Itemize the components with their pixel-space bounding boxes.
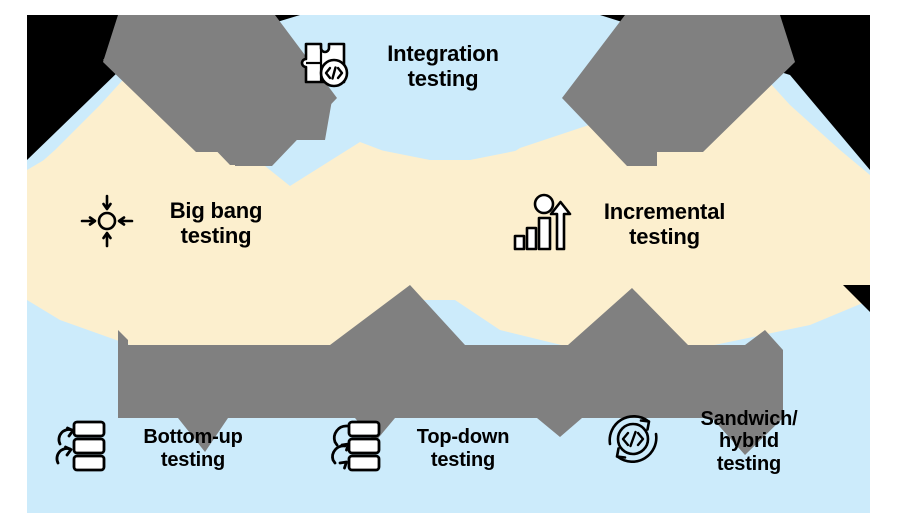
item-incremental-testing[interactable]: Incremental testing xyxy=(512,192,762,257)
beige-upper-right-wedge xyxy=(715,72,870,225)
item-label: Top-down testing xyxy=(416,426,510,471)
puzzle-code-icon xyxy=(297,36,353,97)
gray-left-block xyxy=(103,15,337,166)
item-label: Incremental testing xyxy=(603,198,726,249)
item-bottom-up-testing[interactable]: Bottom-up testing xyxy=(52,418,277,479)
item-label: Bottom-up testing xyxy=(143,426,243,471)
beige-waist xyxy=(360,150,540,300)
item-integration-testing[interactable]: Integration testing xyxy=(297,36,527,97)
code-refresh-circle-icon xyxy=(602,408,664,475)
item-sandwich-hybrid-testing[interactable]: Sandwich/ hybrid testing xyxy=(602,408,837,475)
stacked-blocks-up-arrows-icon xyxy=(52,418,108,479)
stacked-blocks-down-arrows-icon xyxy=(327,418,383,479)
black-sliver-right xyxy=(843,285,870,312)
item-big-bang-testing[interactable]: Big bang testing xyxy=(78,192,308,255)
gray-right-block xyxy=(562,15,795,166)
item-label: Integration testing xyxy=(387,40,499,91)
gray-bottom-band xyxy=(118,285,783,455)
item-top-down-testing[interactable]: Top-down testing xyxy=(327,418,547,479)
beige-upper-left-wedge xyxy=(27,72,175,225)
converging-arrows-circle-icon xyxy=(78,192,136,255)
growth-bar-chart-arrow-icon xyxy=(512,192,572,257)
item-label: Big bang testing xyxy=(169,197,263,248)
item-label: Sandwich/ hybrid testing xyxy=(700,408,798,475)
beige-left-lobe xyxy=(27,75,450,360)
